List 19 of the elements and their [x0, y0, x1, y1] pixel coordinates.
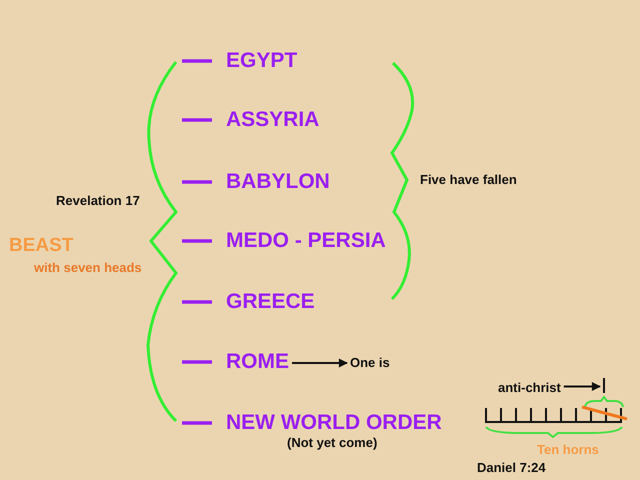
- heading-text: BEAST: [9, 235, 74, 257]
- kingdom-name: MEDO - PERSIA: [226, 229, 386, 253]
- kingdom-name: EGYPT: [226, 49, 298, 73]
- kingdom-name: GREECE: [226, 290, 315, 314]
- arrow: [564, 382, 601, 391]
- note-text: (Not yet come): [287, 435, 378, 451]
- reference-text: Daniel 7:24: [477, 460, 546, 476]
- annotation-text: Five have fallen: [420, 172, 517, 188]
- annotation-text: Ten horns: [537, 442, 599, 458]
- kingdom-name: NEW WORLD ORDER: [226, 411, 442, 435]
- reference-text: Revelation 17: [56, 193, 140, 209]
- kingdom-name: ASSYRIA: [226, 108, 320, 132]
- little-horn-mark: [603, 378, 605, 393]
- kingdom-name: ROME: [226, 350, 289, 374]
- note-text: One is: [350, 355, 390, 371]
- arrow: [292, 358, 348, 368]
- subheading-text: with seven heads: [34, 260, 142, 276]
- kingdom-name: BABYLON: [226, 170, 330, 194]
- note-text: anti-christ: [498, 380, 561, 396]
